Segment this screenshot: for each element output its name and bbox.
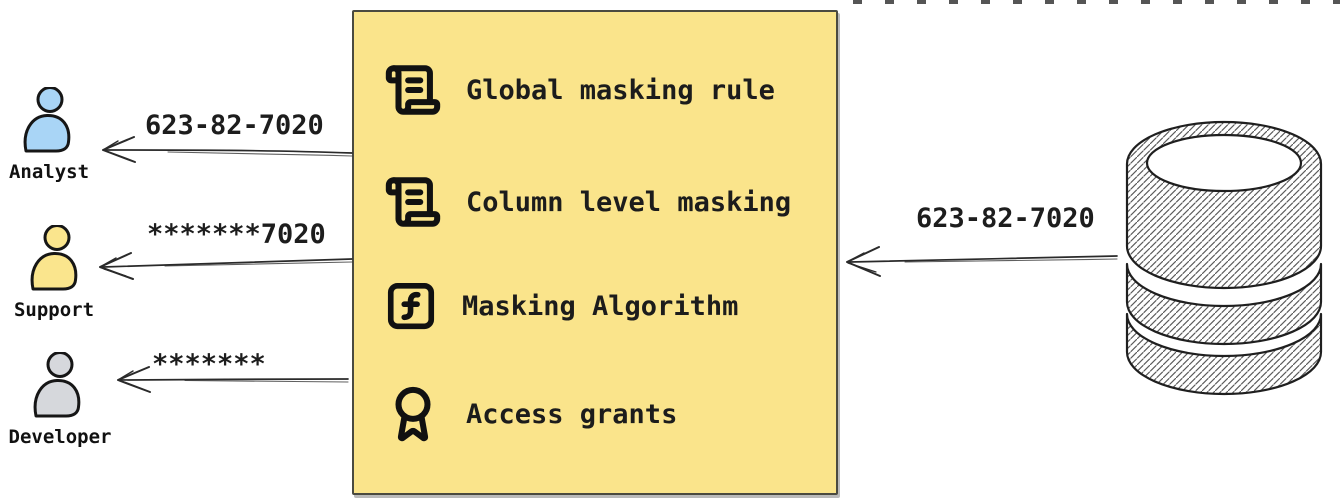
rule-row: Column level masking: [354, 170, 836, 234]
user-label: Support: [13, 299, 95, 321]
function-square-icon: [384, 279, 438, 333]
arrow-from-database: [846, 246, 1118, 277]
arrow-to-support: [99, 252, 353, 280]
person-icon: [23, 87, 71, 153]
database-icon: [1124, 118, 1324, 406]
user-analyst: [20, 87, 72, 153]
rule-label: Global masking rule: [466, 74, 775, 106]
rule-label: Access grants: [466, 398, 678, 430]
user-label: Analyst: [8, 161, 90, 183]
person-icon: [33, 352, 81, 418]
rule-label: Masking Algorithm: [462, 290, 739, 322]
masking-rules-box: Global masking rule Column level masking…: [352, 10, 838, 495]
rule-row: Access grants: [354, 382, 836, 446]
dashed-line: [853, 0, 1340, 4]
scroll-text-icon: [384, 173, 442, 231]
person-icon: [30, 225, 78, 291]
rule-label: Column level masking: [466, 186, 792, 218]
rule-row: Global masking rule: [354, 58, 836, 122]
scroll-text-icon: [384, 61, 442, 119]
user-label: Developer: [8, 426, 112, 448]
user-support: [27, 225, 79, 291]
award-icon: [384, 385, 442, 443]
flow-value-support: *******7020: [147, 219, 326, 250]
flow-value-developer: *******: [152, 349, 266, 380]
user-developer: [30, 352, 82, 418]
rule-row: Masking Algorithm: [354, 274, 836, 338]
flow-value-database: 623-82-7020: [916, 203, 1095, 234]
flow-value-analyst: 623-82-7020: [145, 110, 324, 141]
